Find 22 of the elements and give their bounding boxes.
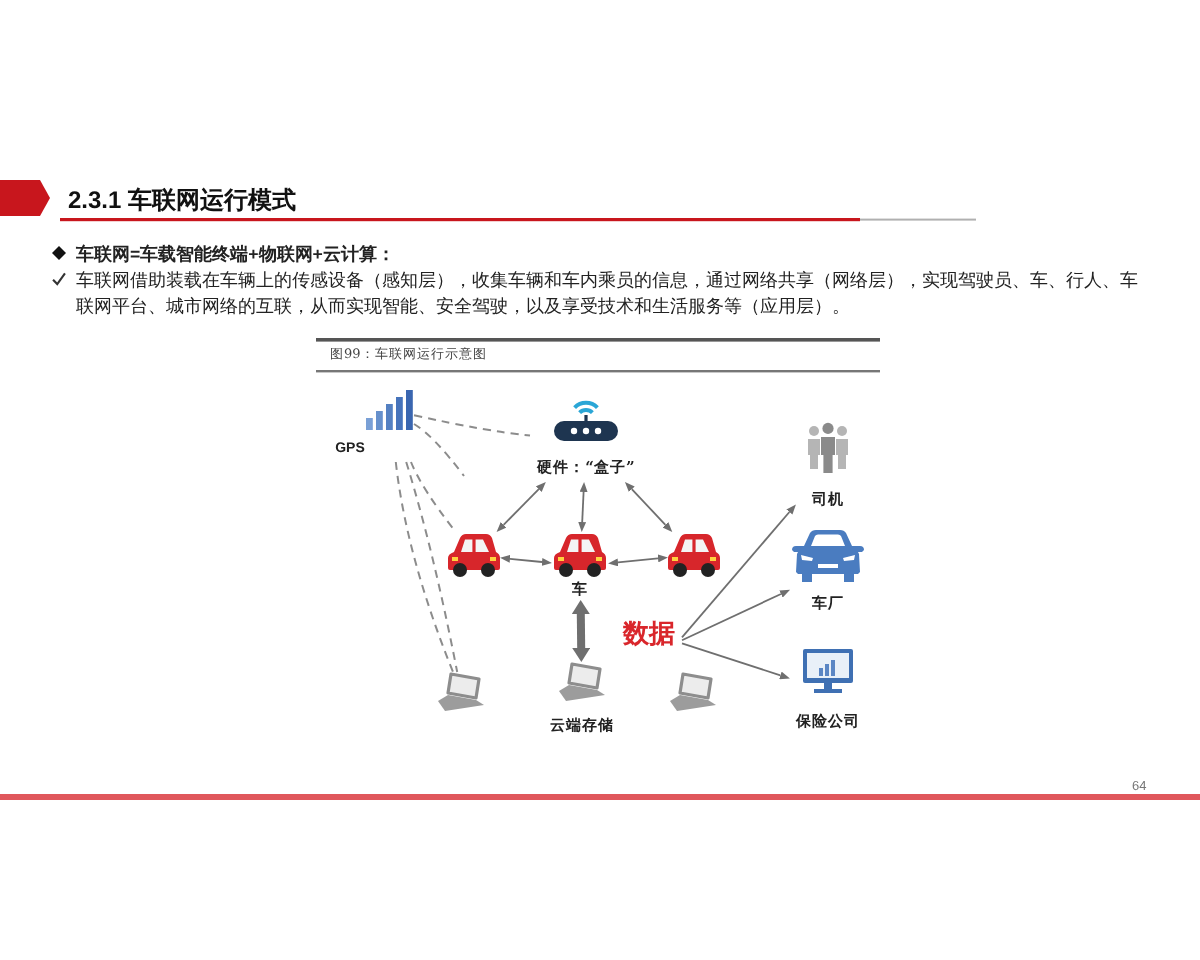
arrow bbox=[681, 642, 788, 680]
arrow bbox=[502, 554, 550, 566]
bullet-text: 车联网=车载智能终端+物联网+云计算： bbox=[76, 242, 397, 268]
dashed-line bbox=[413, 423, 465, 477]
arrow bbox=[578, 484, 588, 530]
slide-title: 2.3.1 车联网运行模式 bbox=[68, 184, 297, 218]
arrow bbox=[610, 554, 666, 567]
arrow bbox=[626, 483, 671, 531]
arrow bbox=[681, 590, 789, 642]
arrow bbox=[498, 483, 545, 531]
dashed-line bbox=[394, 461, 454, 673]
laptop-icon bbox=[668, 672, 718, 712]
car-icon bbox=[668, 532, 720, 578]
node-label: 数据 bbox=[623, 622, 675, 651]
laptop-icon bbox=[436, 672, 486, 712]
double-arrow bbox=[573, 600, 589, 662]
paragraph: 车联网借助装载在车辆上的传感设备（感知层），收集车辆和车内乘员的信息，通过网络共享（网络层），实现驾驶员、车、行人、车联网平台、城市网络的互联，从而实现智能、安全驾驶，以及享受技术和生活服务等（应用层）。 bbox=[76, 268, 1140, 320]
arrow bbox=[681, 505, 795, 639]
dashed-line bbox=[405, 461, 459, 673]
dashed-line bbox=[413, 414, 531, 437]
dashed-line bbox=[410, 461, 457, 533]
car-icon bbox=[448, 532, 500, 578]
